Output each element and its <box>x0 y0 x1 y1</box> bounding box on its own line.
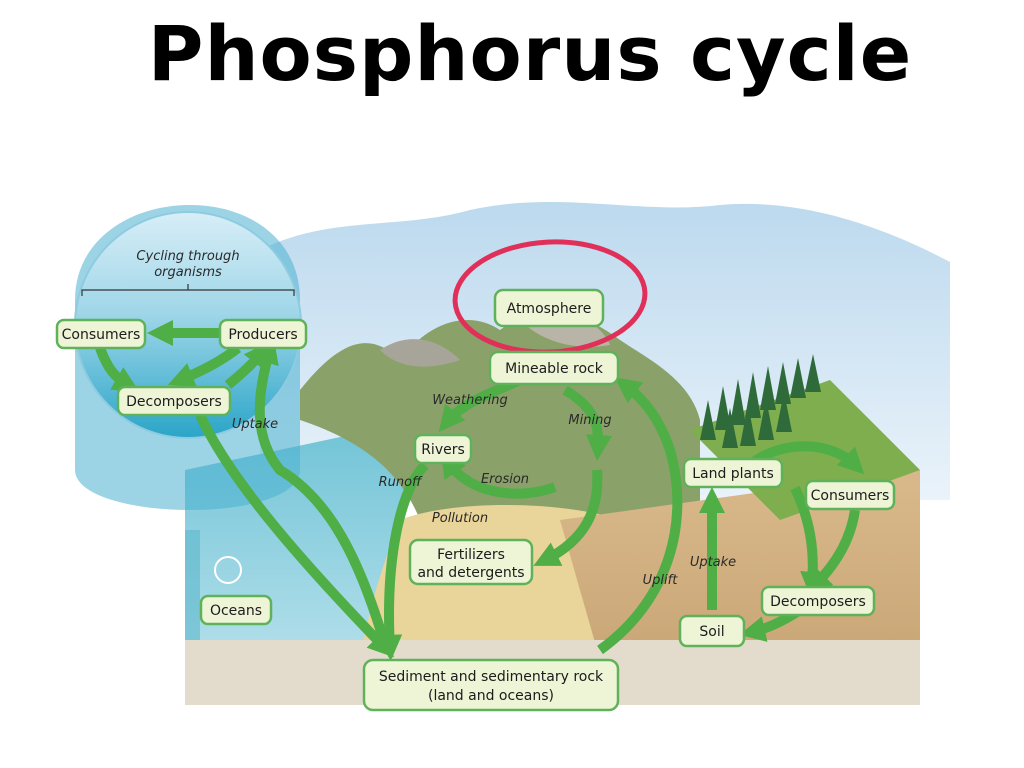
label-runoff: Runoff <box>379 475 423 490</box>
consumers-water-box: Consumers <box>55 318 147 350</box>
page-title: Phosphorus cycle <box>147 9 913 98</box>
svg-text:Mineable rock: Mineable rock <box>505 361 604 377</box>
consumers-land-box: Consumers <box>804 479 896 511</box>
svg-text:Fertilizers: Fertilizers <box>437 547 505 563</box>
mineable-rock-box: Mineable rock <box>488 350 620 386</box>
svg-text:Decomposers: Decomposers <box>126 394 222 410</box>
land-plants-box: Land plants <box>682 457 784 489</box>
svg-text:Producers: Producers <box>228 327 297 343</box>
inset-caption-line2: organisms <box>154 265 222 280</box>
inset-caption-line1: Cycling through <box>136 249 239 264</box>
svg-text:Rivers: Rivers <box>421 442 465 458</box>
svg-text:and detergents: and detergents <box>417 565 524 581</box>
svg-text:Consumers: Consumers <box>62 327 141 343</box>
svg-text:Oceans: Oceans <box>210 603 262 619</box>
label-pollution: Pollution <box>432 511 488 526</box>
svg-text:(land and oceans): (land and oceans) <box>428 688 554 704</box>
svg-text:Soil: Soil <box>699 624 724 640</box>
producers-box: Producers <box>218 318 308 350</box>
svg-text:Land plants: Land plants <box>692 466 774 482</box>
oceans-box: Oceans <box>199 594 273 626</box>
svg-text:Atmosphere: Atmosphere <box>507 301 592 317</box>
inset-caption-bracket <box>81 284 295 296</box>
fertilizers-box: Fertilizers and detergents <box>408 538 534 586</box>
svg-text:Decomposers: Decomposers <box>770 594 866 610</box>
label-weathering: Weathering <box>432 393 508 408</box>
svg-text:Sediment and sedimentary rock: Sediment and sedimentary rock <box>379 669 604 685</box>
label-erosion: Erosion <box>481 472 529 487</box>
label-mining: Mining <box>568 413 611 428</box>
oceans-bubble <box>214 556 242 584</box>
atmosphere-box: Atmosphere <box>493 288 605 328</box>
label-uplift: Uplift <box>643 573 679 588</box>
sediment-box: Sediment and sedimentary rock (land and … <box>362 658 620 712</box>
soil-box: Soil <box>678 614 746 648</box>
label-uptake-land: Uptake <box>690 555 736 570</box>
svg-text:Consumers: Consumers <box>811 488 890 504</box>
decomposers-land-box: Decomposers <box>760 585 876 617</box>
rivers-box: Rivers <box>413 433 473 465</box>
trees <box>700 354 821 448</box>
decomposers-water-box: Decomposers <box>116 385 232 417</box>
label-uptake-water: Uptake <box>232 417 278 432</box>
